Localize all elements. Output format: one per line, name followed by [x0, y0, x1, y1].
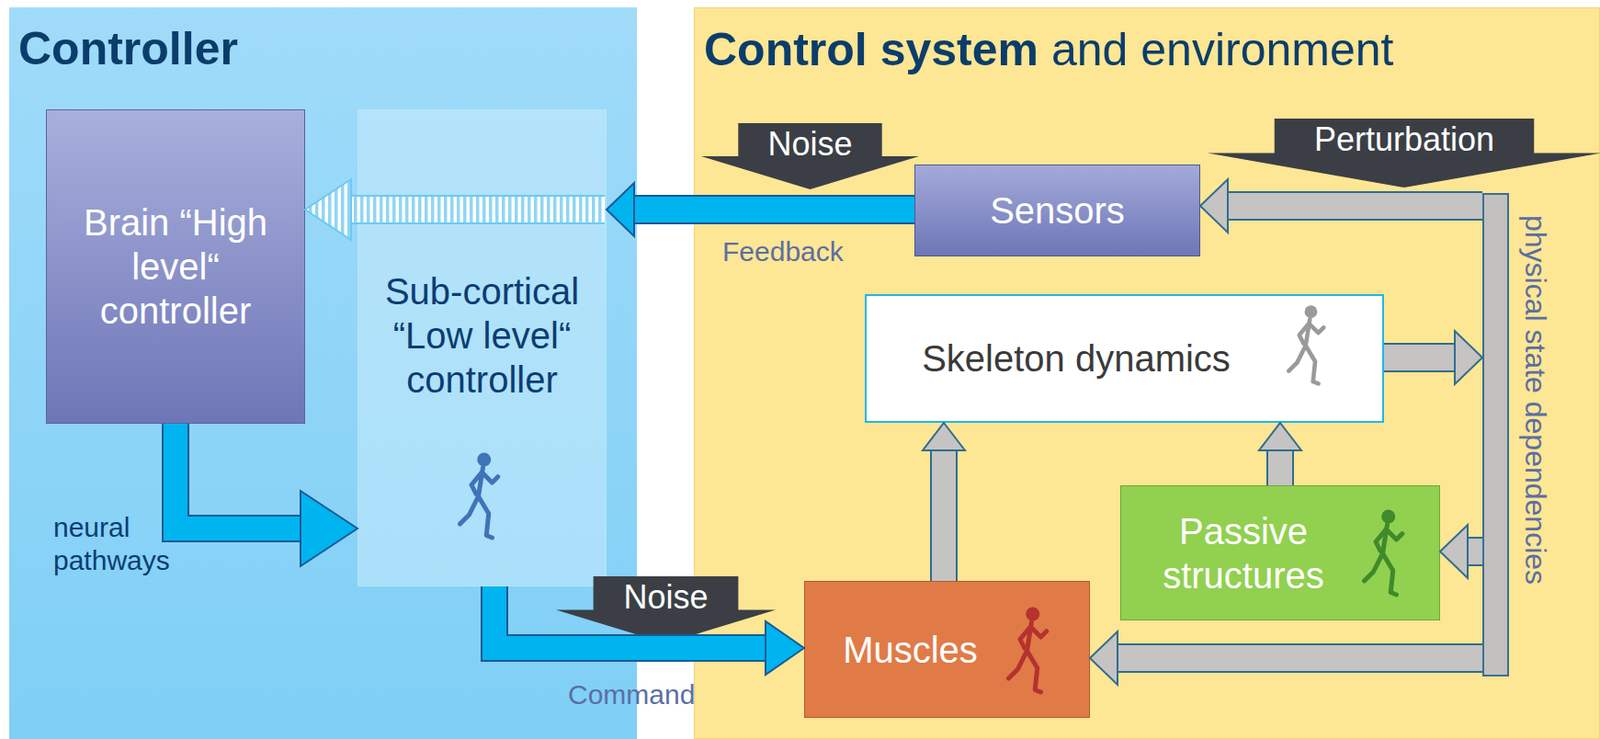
arrow-shaft [633, 196, 915, 223]
shape-label: Perturbation [1314, 121, 1495, 159]
noise-arrow: Noise [701, 123, 920, 190]
skeleton-figure [1288, 305, 1324, 384]
passive-box: Passive structures [1120, 485, 1441, 621]
arrow-outline [1116, 643, 1483, 673]
arrow-outline [350, 194, 605, 225]
block-arrow [1089, 631, 1483, 685]
arrow-shaft [1384, 344, 1456, 371]
block-arrow [1384, 330, 1483, 385]
block-arrow [606, 182, 915, 237]
runner-figure [460, 453, 499, 539]
arrow-outline [1384, 342, 1456, 373]
subcortical-box: Sub-cortical “Low level“ controller [357, 109, 607, 587]
arrow-shaft [1466, 538, 1483, 565]
shape-label: Noise [767, 125, 852, 163]
shape-label: Noise [623, 578, 708, 616]
arrow-head [300, 490, 358, 567]
arrow-shaft [1226, 192, 1483, 219]
block-arrow [305, 179, 605, 240]
block-arrow [1200, 179, 1483, 233]
arrow-head [1440, 524, 1468, 579]
muscles-box: Muscles [804, 580, 1090, 718]
arrow-head [1259, 422, 1302, 451]
box-label: Brain “High level“ controller [56, 200, 296, 333]
arrow-shape-fill [556, 576, 776, 644]
block-arrow [1259, 422, 1302, 486]
arrow-head [765, 621, 805, 675]
arrow-shaft [175, 423, 302, 529]
arrow-shaft [494, 586, 767, 648]
arrow-head [1200, 179, 1228, 233]
box-label: Sensors [989, 188, 1125, 233]
passive-figure [1364, 510, 1403, 596]
arrow-shape-fill [1207, 118, 1600, 188]
panel-title: Controller [18, 22, 239, 76]
arrow-head [305, 179, 352, 240]
noise-arrow: Noise [556, 576, 776, 644]
box-label: Skeleton dynamics [921, 336, 1231, 381]
box-label: Sub-cortical “Low level“ controller [367, 269, 597, 402]
state-bar: physical state dependencies [1482, 192, 1510, 677]
arrow-head [1454, 330, 1483, 385]
arrow-outline [1226, 191, 1483, 221]
panel-title: and environment [1051, 22, 1394, 77]
box-label: Muscles [842, 627, 978, 672]
arrow-outline [1466, 536, 1483, 567]
block-arrow [494, 586, 805, 675]
panel-title: Control system [703, 22, 1039, 77]
block-arrow [1440, 524, 1483, 579]
arrow-shaft [350, 196, 605, 223]
arrow-head [606, 182, 635, 237]
edge-label: Feedback [722, 235, 844, 269]
arrow-head [1089, 631, 1118, 685]
arrow-head [922, 422, 965, 451]
arrow-shaft [931, 449, 956, 581]
sensors-box: Sensors [914, 164, 1201, 257]
perturbation-arrow: Perturbation [1207, 118, 1600, 188]
arrow-shape-fill [701, 123, 920, 190]
arrow-outline [1266, 449, 1294, 486]
arrow-outline [633, 194, 915, 225]
vertical-label: physical state dependencies [1518, 215, 1554, 585]
brain-box: Brain “High level“ controller [45, 109, 306, 424]
controller-panel: ControllerBrain “High level“ controllerS… [9, 7, 637, 739]
edge-label: Command [567, 678, 695, 712]
arrow-outline [494, 586, 767, 648]
box-label: Passive structures [1134, 509, 1352, 598]
arrow-shaft [1268, 449, 1293, 486]
edge-label: neural pathways [53, 510, 171, 578]
muscle-figure [1009, 607, 1047, 693]
block-arrow [922, 422, 965, 581]
arrow-shaft [1116, 645, 1483, 671]
arrow-outline [930, 449, 958, 581]
arrow-outline [175, 423, 302, 529]
block-arrow [175, 423, 358, 567]
